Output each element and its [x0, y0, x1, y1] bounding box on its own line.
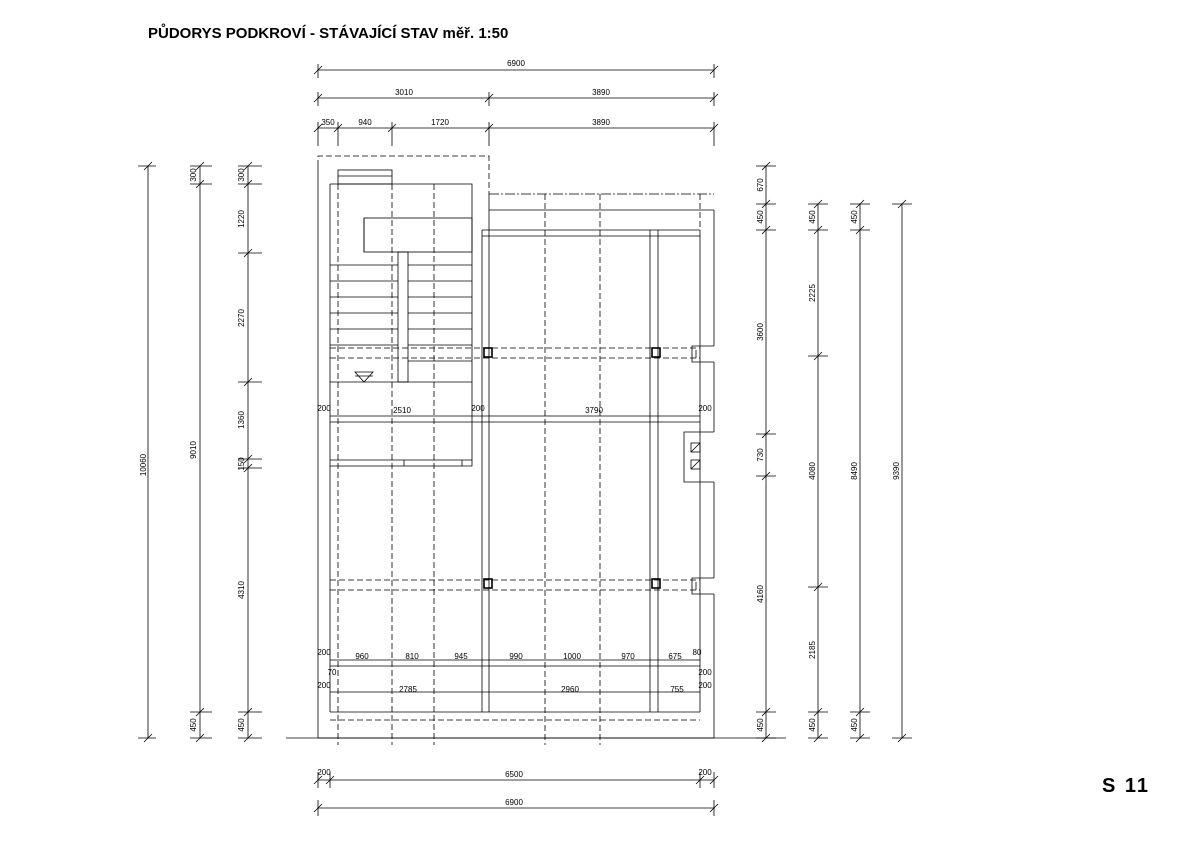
- dim-right3-b: 8490: [850, 462, 859, 480]
- roof-grid: [330, 184, 701, 745]
- dim-int-small-b: 200: [698, 668, 712, 677]
- dim-int2-e: 990: [509, 652, 523, 661]
- dim-bottom-total: 6900: [505, 798, 523, 807]
- dim-int1-b: 2510: [393, 406, 411, 415]
- dim-left-inner-d: 1360: [237, 411, 246, 429]
- dim-bottom1-a: 200: [317, 768, 331, 777]
- dim-left-inner-a: 300: [237, 168, 246, 182]
- dim-right2-a: 450: [808, 210, 817, 224]
- dimension-labels: 6900 3010 3890 350 940 1720 3890 10060 3…: [139, 59, 901, 807]
- dim-left-mid-b: 9010: [189, 441, 198, 459]
- dim-int3-d: 755: [670, 685, 684, 694]
- dim-int1-d: 3790: [585, 406, 603, 415]
- dim-right1-b: 450: [756, 210, 765, 224]
- top-dimensions: [313, 64, 719, 146]
- left-dimensions: [138, 161, 262, 743]
- building-walls: [286, 155, 786, 739]
- posts: [483, 347, 661, 589]
- dim-int2-c: 810: [405, 652, 419, 661]
- dim-int2-g: 970: [621, 652, 635, 661]
- dim-int2-f: 1000: [563, 652, 581, 661]
- dim-left-outer: 10060: [139, 453, 148, 476]
- dim-int2-i: 80: [693, 648, 702, 657]
- dim-right1-f: 450: [756, 718, 765, 732]
- dim-int2-a: 200: [317, 648, 331, 657]
- dim-int3-c: 2960: [561, 685, 579, 694]
- dim-bottom1-c: 200: [698, 768, 712, 777]
- dim-right3-a: 450: [850, 210, 859, 224]
- dim-left-inner-b: 1220: [237, 210, 246, 228]
- dim-top-2a: 3010: [395, 88, 413, 97]
- dim-int2-b: 960: [355, 652, 369, 661]
- dim-left-inner-g: 450: [237, 718, 246, 732]
- dim-top-3d: 3890: [592, 118, 610, 127]
- dim-int1-e: 200: [698, 404, 712, 413]
- dim-int3-b: 2785: [399, 685, 417, 694]
- dim-top-3a: 350: [321, 118, 335, 127]
- dim-int2-h: 675: [668, 652, 682, 661]
- dim-right2-b: 2225: [808, 284, 817, 302]
- dim-top-3c: 1720: [431, 118, 449, 127]
- dim-right1-c: 3600: [756, 323, 765, 341]
- drawing-title: PŮDORYS PODKROVÍ - STÁVAJÍCÍ STAV měř. 1…: [148, 25, 509, 42]
- dim-left-inner-f: 4310: [237, 581, 246, 599]
- dim-int-small-a: 70: [328, 668, 337, 677]
- dim-left-inner-e: 150: [237, 457, 246, 471]
- staircase: [330, 217, 473, 383]
- dim-right1-e: 4160: [756, 585, 765, 603]
- dim-right4: 9390: [892, 462, 901, 480]
- dim-int1-a: 200: [317, 404, 331, 413]
- dim-bottom1-b: 6500: [505, 770, 523, 779]
- dim-int1-c: 200: [471, 404, 485, 413]
- dim-left-inner-c: 2270: [237, 309, 246, 327]
- dim-top-2b: 3890: [592, 88, 610, 97]
- sheet-number: S 11: [1102, 775, 1151, 797]
- dim-int3-a: 200: [317, 681, 331, 690]
- dim-int3-e: 200: [698, 681, 712, 690]
- dim-right2-c: 4080: [808, 462, 817, 480]
- bottom-dimensions: [313, 772, 719, 816]
- dim-right2-e: 450: [808, 718, 817, 732]
- dim-top-total: 6900: [507, 59, 525, 68]
- dim-right1-a: 670: [756, 178, 765, 192]
- dim-int2-d: 945: [454, 652, 468, 661]
- dim-right3-c: 450: [850, 718, 859, 732]
- dim-left-mid-c: 450: [189, 718, 198, 732]
- chimney: [683, 345, 714, 595]
- dim-top-3b: 940: [358, 118, 372, 127]
- dim-right1-d: 730: [756, 448, 765, 462]
- dim-left-mid-a: 300: [189, 168, 198, 182]
- right-dimensions: [756, 161, 912, 743]
- dim-right2-d: 2185: [808, 641, 817, 659]
